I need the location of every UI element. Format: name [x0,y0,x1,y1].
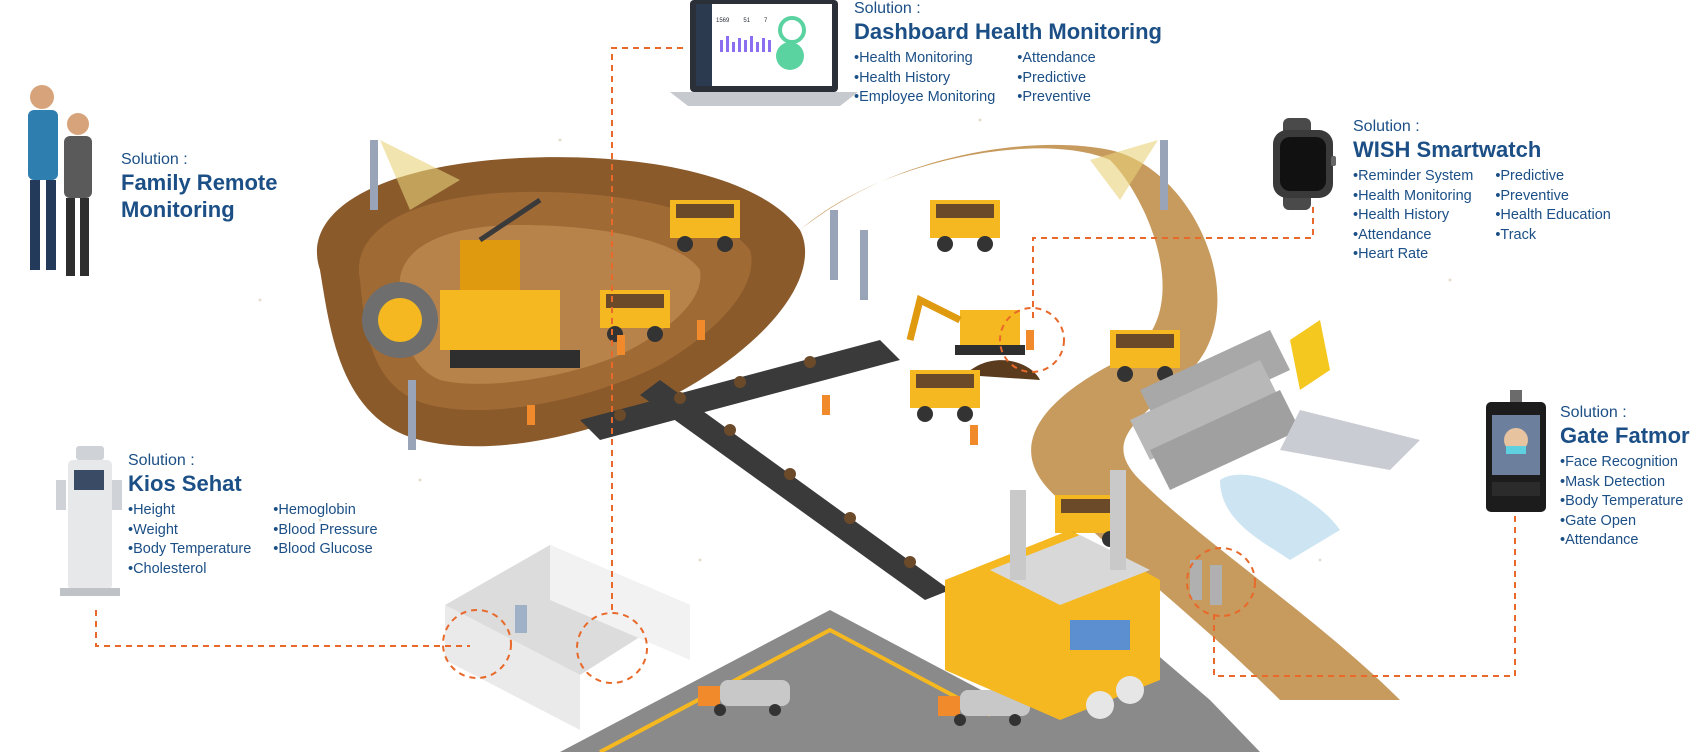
feature-item: Blood Pressure [273,521,377,541]
feature-item: Reminder System [1353,167,1473,187]
connector-lines [95,47,1516,684]
kiosk-icon [56,446,122,596]
solution-title: Dashboard Health Monitoring [854,19,1162,44]
feature-item: Health History [1353,206,1473,226]
feature-item: Heart Rate [1353,245,1473,265]
solution-wish: Solution : WISH Smartwatch Reminder Syst… [1353,118,1611,265]
feature-columns: Health Monitoring Health History Employe… [854,49,1162,108]
feature-item: Weight [128,521,251,541]
feature-item: Health Monitoring [1353,187,1473,207]
feature-item: Attendance [1353,226,1473,246]
feature-list: Height Weight Body Temperature Cholester… [128,501,251,579]
feature-list: Health Monitoring Health History Employe… [854,49,995,108]
laptop-icon [670,0,858,106]
solution-dashboard: Solution : Dashboard Health Monitoring H… [854,0,1162,108]
face-gate-icon [1486,390,1546,512]
solution-label: Solution : [1353,118,1420,135]
laptop-stats: 1569 51 7 [716,18,767,24]
feature-item: Blood Glucose [273,540,377,560]
feature-item: Body Temperature [1560,492,1683,512]
smelter-pipes-icon [1130,320,1420,560]
feature-item: Preventive [1495,187,1611,207]
solution-title: Family Remote [121,170,278,195]
feature-list: Attendance Predictive Preventive [1017,49,1095,108]
feature-columns: Height Weight Body Temperature Cholester… [128,501,377,579]
family-icon [28,85,92,276]
feature-list: Reminder System Health Monitoring Health… [1353,167,1473,265]
excavator-icon [906,294,1040,380]
feature-columns: Reminder System Health Monitoring Health… [1353,167,1611,265]
stat-value: 7 [764,18,768,24]
solution-label: Solution : [854,0,921,17]
feature-item: Attendance [1560,531,1683,551]
solution-label: Solution : [1560,404,1627,421]
feature-list: Predictive Preventive Health Education T… [1495,167,1611,265]
smartwatch-icon [1273,118,1336,210]
excavator-icon [362,197,580,368]
solution-family: Solution : Family Remote Monitoring [121,151,278,223]
feature-item: Height [128,501,251,521]
feature-item: Health History [854,69,995,89]
conveyor-icon [580,340,950,600]
solution-title: WISH Smartwatch [1353,137,1542,162]
solution-title: Kios Sehat [128,471,242,496]
light-tower-icon [370,140,1168,450]
feature-list: Hemoglobin Blood Pressure Blood Glucose [273,501,377,579]
feature-item: Predictive [1017,69,1095,89]
paved-road [560,610,1260,752]
feature-columns: Face Recognition Mask Detection Body Tem… [1560,453,1690,551]
stat-value: 1569 [716,18,730,24]
feature-item: Cholesterol [128,560,251,580]
feature-item: Body Temperature [128,540,251,560]
feature-item: Track [1495,226,1611,246]
feature-item: Employee Monitoring [854,88,995,108]
solution-gate: Solution : Gate Fatmor Face Recognition … [1560,404,1690,551]
solution-title: Gate Fatmor [1560,423,1690,448]
worker-icon [527,320,1034,445]
solution-label: Solution : [128,452,195,469]
clinic-room-icon [445,545,690,730]
feature-item: Hemoglobin [273,501,377,521]
factory-icon [945,470,1160,720]
feature-item: Gate Open [1560,512,1683,532]
feature-item: Face Recognition [1560,453,1683,473]
security-gate-icon [1190,560,1222,605]
feature-list: Face Recognition Mask Detection Body Tem… [1560,453,1683,551]
feature-item: Health Monitoring [854,49,995,69]
feature-item: Preventive [1017,88,1095,108]
solution-title: Monitoring [121,197,235,222]
feature-item: Mask Detection [1560,473,1683,493]
feature-item: Attendance [1017,49,1095,69]
feature-item: Predictive [1495,167,1611,187]
feature-item: Health Education [1495,206,1610,226]
solution-label: Solution : [121,151,188,168]
solution-kios: Solution : Kios Sehat Height Weight Body… [128,452,378,579]
stat-value: 51 [743,18,751,24]
haul-road [800,144,1400,700]
